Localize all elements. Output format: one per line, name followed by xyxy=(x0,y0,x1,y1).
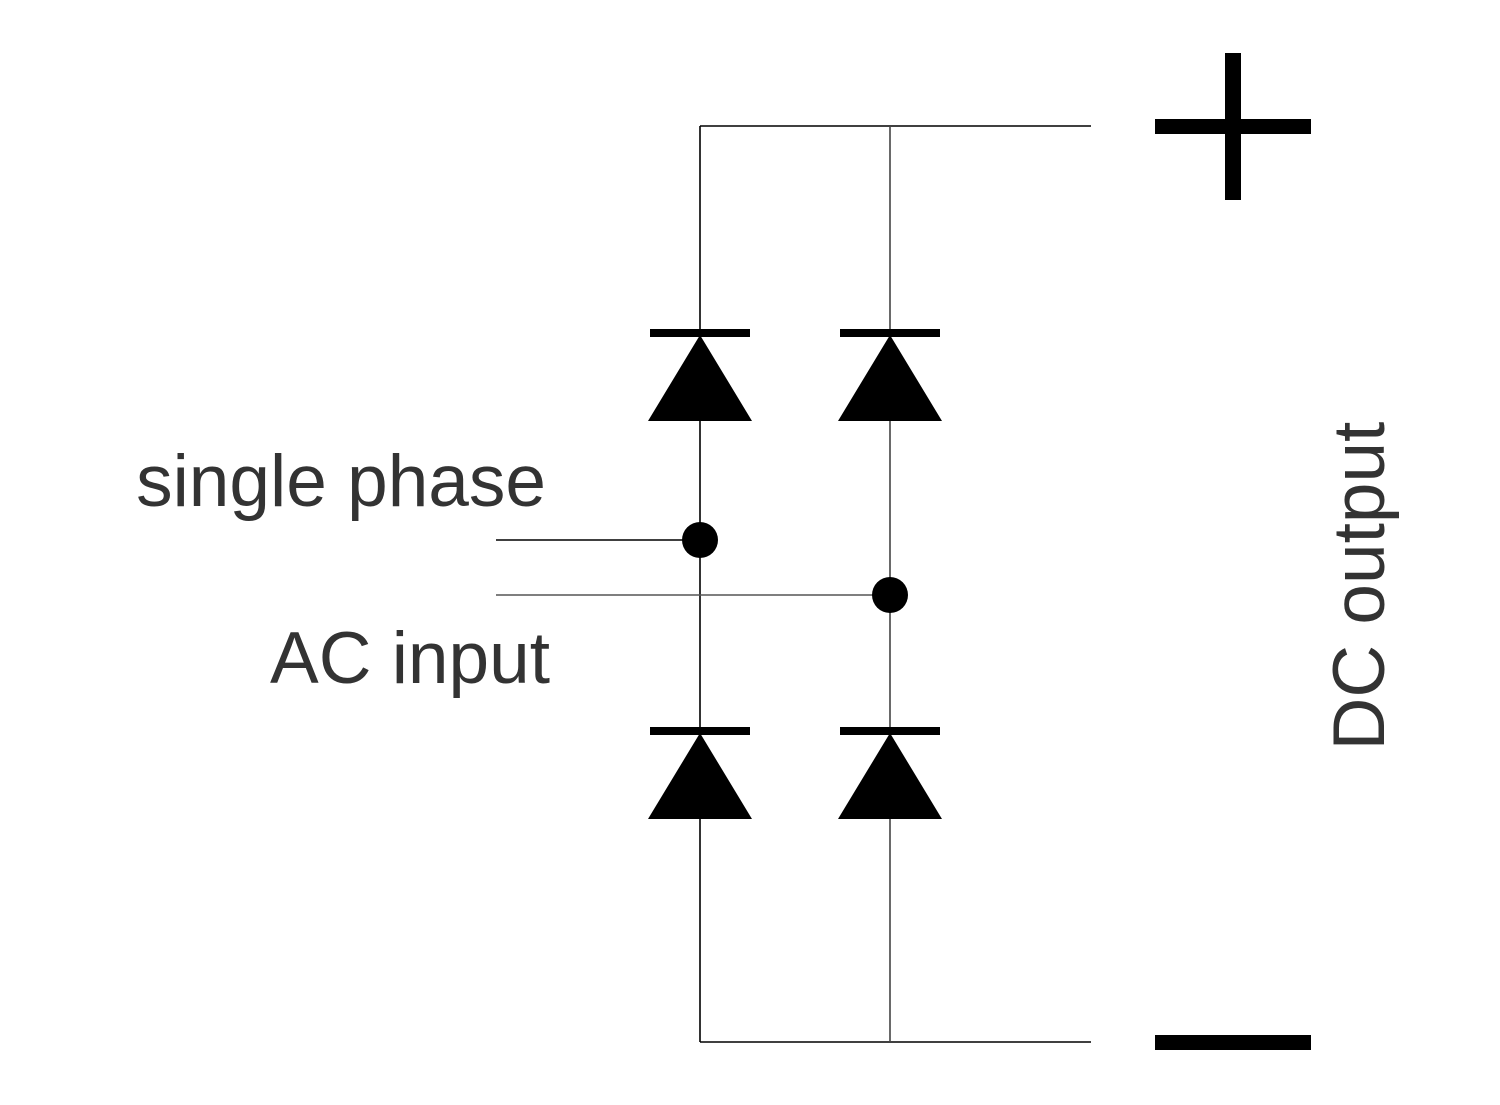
output-label: DC output xyxy=(1319,422,1400,751)
diode-d3 xyxy=(648,727,752,819)
diode-d2-triangle xyxy=(838,335,942,421)
wires xyxy=(496,125,1091,1043)
ac-node-1-junction-dot xyxy=(682,522,718,558)
diode-d2-cathode-bar xyxy=(840,329,940,337)
input-label-line1: single phase xyxy=(136,441,546,522)
input-label-line2: AC input xyxy=(270,618,550,699)
diode-d2 xyxy=(838,329,942,421)
plus-vertical-bar xyxy=(1225,53,1241,200)
diode-d3-cathode-bar xyxy=(650,727,750,735)
diode-d1-triangle xyxy=(648,335,752,421)
diode-d4 xyxy=(838,727,942,819)
diode-d1-cathode-bar xyxy=(650,329,750,337)
diode-d4-triangle xyxy=(838,733,942,819)
ac-node-2-junction-dot xyxy=(872,577,908,613)
diode-d4-cathode-bar xyxy=(840,727,940,735)
positive-terminal-symbol xyxy=(1155,53,1311,200)
diode-d1 xyxy=(648,329,752,421)
negative-terminal-symbol xyxy=(1155,1035,1311,1050)
diode-d3-triangle xyxy=(648,733,752,819)
